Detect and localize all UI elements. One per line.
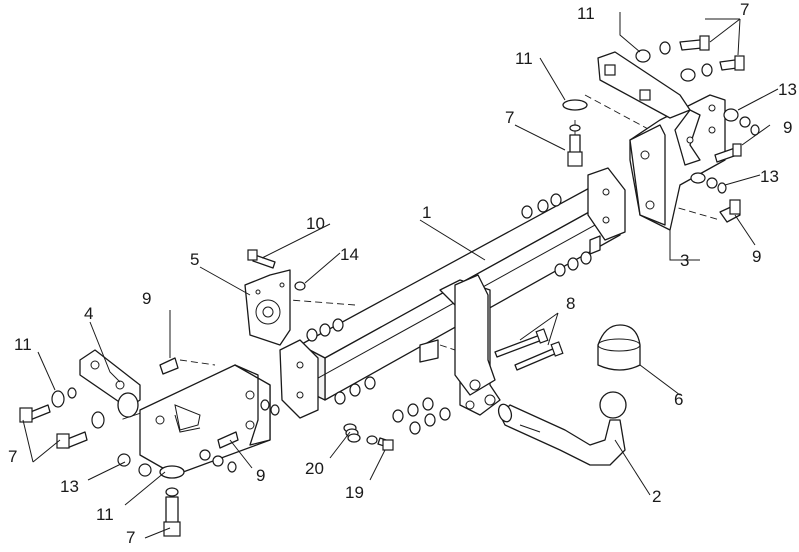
tow-ball-cap (597, 324, 641, 371)
callout-9-bottom: 9 (256, 466, 265, 485)
callout-11-top-middle: 11 (515, 49, 533, 68)
callout-4: 4 (84, 304, 93, 323)
callout-19: 19 (345, 483, 364, 502)
callout-20: 20 (305, 459, 324, 478)
callout-6: 6 (674, 390, 683, 409)
bolt-stack-top-middle (562, 99, 588, 167)
callout-11-bottom: 11 (96, 505, 114, 524)
callout-11-top-right: 11 (577, 4, 595, 23)
callout-9-right-lower: 9 (752, 247, 761, 266)
callout-14: 14 (340, 245, 359, 264)
tow-ball-neck (497, 391, 627, 466)
callout-5: 5 (190, 250, 199, 269)
callout-7-top-right: 7 (740, 0, 749, 19)
callout-11-left: 11 (14, 335, 32, 354)
callout-7-left: 7 (8, 447, 17, 466)
leader-lines (22, 12, 779, 539)
fasteners-left (19, 357, 239, 537)
callout-13-left: 13 (60, 477, 79, 496)
fasteners-19-20 (343, 423, 394, 451)
callout-7-top-middle: 7 (505, 108, 514, 127)
callout-13-right-lower: 13 (760, 167, 779, 186)
bolts-8 (494, 328, 564, 371)
bolts-10-14 (247, 249, 306, 291)
callout-9-left: 9 (142, 289, 151, 308)
callout-13-right-upper: 13 (778, 80, 797, 99)
bolts-right (690, 108, 760, 223)
callout-9-right-upper: 9 (783, 118, 792, 137)
fasteners (260, 193, 592, 435)
callout-8: 8 (566, 294, 575, 313)
callout-3: 3 (680, 251, 689, 270)
right-side-bracket (629, 94, 726, 231)
callout-1: 1 (422, 203, 431, 222)
callout-7-bottom: 7 (126, 528, 135, 547)
callout-2: 2 (652, 487, 661, 506)
socket-plate (244, 269, 291, 346)
callout-10: 10 (306, 214, 325, 233)
right-chassis-plate (597, 51, 691, 119)
left-side-bracket (139, 364, 271, 476)
callout-labels: 1 2 3 4 5 6 7 7 7 7 8 9 9 9 9 10 11 11 1… (8, 0, 797, 547)
central-mounting-plates (439, 274, 501, 416)
bolts-7-top (635, 35, 745, 82)
